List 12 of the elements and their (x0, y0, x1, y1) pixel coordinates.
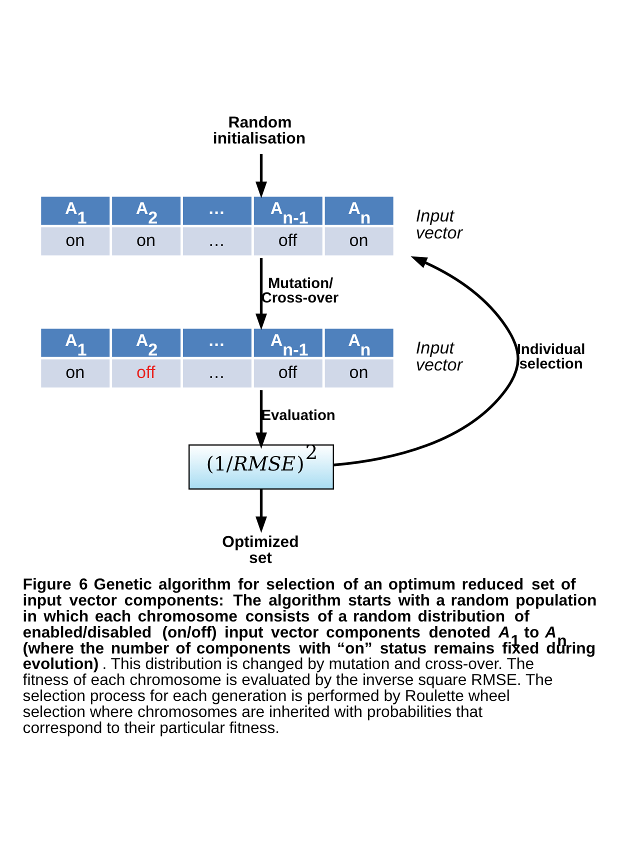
node-text: Random initialisation (212, 114, 306, 147)
arrow (256, 153, 267, 198)
arrow (334, 256, 520, 466)
edge-label: Evaluation (261, 408, 336, 424)
arrow (256, 488, 267, 532)
node-label: Input vector (416, 206, 463, 242)
node-label: Input vector (416, 338, 463, 374)
edge-label: Mutation/ Cross-over (261, 275, 339, 306)
node-text: Optimized set (222, 533, 299, 566)
arrow (256, 390, 267, 448)
edge-label: Individual selection (516, 341, 586, 372)
arrow (256, 258, 267, 330)
